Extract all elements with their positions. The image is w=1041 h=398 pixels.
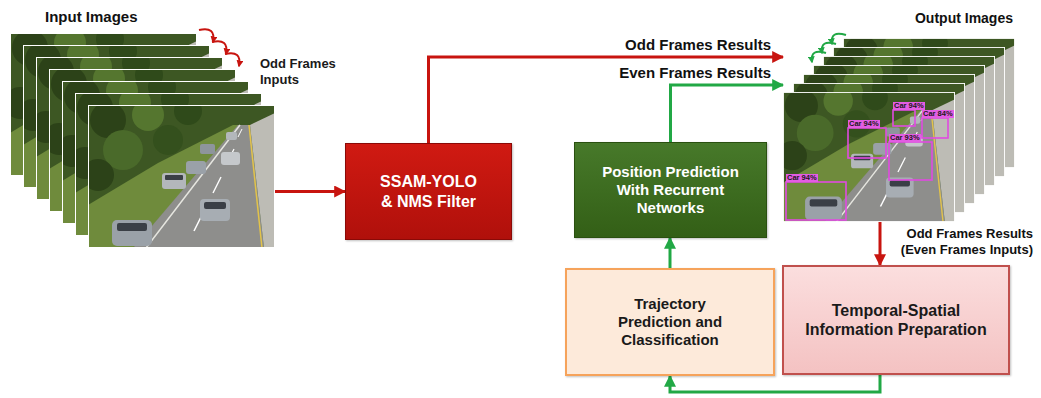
detection-box [922, 118, 948, 138]
box-label: Temporal-Spatial Information Preparation [796, 301, 996, 339]
detection-tag: Car 94% [848, 120, 880, 128]
video-frame [777, 85, 955, 222]
image-stack: Output Images [783, 6, 1033, 222]
even-frame-arrows [812, 34, 846, 62]
frame-step-arrow [812, 52, 826, 62]
edge-label: Even Frames Results [619, 64, 771, 82]
detection-tag: Car 94% [786, 174, 818, 182]
stack-heading: Output Images [915, 10, 1013, 27]
odd-frame-arrows [199, 29, 239, 66]
detection-box [786, 182, 846, 220]
flow-arrow [670, 375, 880, 392]
input-image-stack [4, 25, 275, 248]
process-box: SSAM-YOLO & NMS Filter [345, 143, 512, 240]
stack-heading: Input Images [45, 8, 138, 26]
image-stack: Input Images [10, 6, 275, 248]
video-frame [82, 97, 275, 248]
edge-label: Odd Frames Results (Even Frames Inputs) [888, 226, 1033, 257]
process-box: Trajectory Prediction and Classification [565, 268, 775, 376]
detection-tag: Car 93% [889, 134, 921, 142]
box-label: Trajectory Prediction and Classification [608, 295, 733, 349]
detection-box [889, 142, 932, 180]
flow-arrow [879, 222, 882, 265]
frame-step-arrow [225, 53, 239, 66]
edge-label: Odd Frames Results [625, 36, 771, 54]
detection-tag: Car 94% [893, 102, 925, 110]
detection-box [893, 110, 915, 126]
output-image-stack [777, 31, 1015, 222]
flow-arrow [429, 57, 784, 143]
detection-box [848, 128, 886, 158]
flow-arrow [275, 190, 345, 193]
detection-tag: Car 84% [922, 110, 954, 118]
frame-step-arrow [212, 41, 226, 54]
flow-arrow [669, 238, 672, 268]
box-label: Position Prediction With Recurrent Netwo… [588, 163, 753, 217]
detection-boxes [786, 110, 948, 220]
box-label: SSAM-YOLO & NMS Filter [376, 172, 482, 210]
annotation-label: Odd Frames Inputs [260, 56, 355, 87]
flow-arrow [671, 85, 784, 142]
process-box: Position Prediction With Recurrent Netwo… [574, 142, 767, 238]
process-box: Temporal-Spatial Information Preparation [782, 265, 1010, 375]
frame-step-arrow [199, 29, 213, 42]
